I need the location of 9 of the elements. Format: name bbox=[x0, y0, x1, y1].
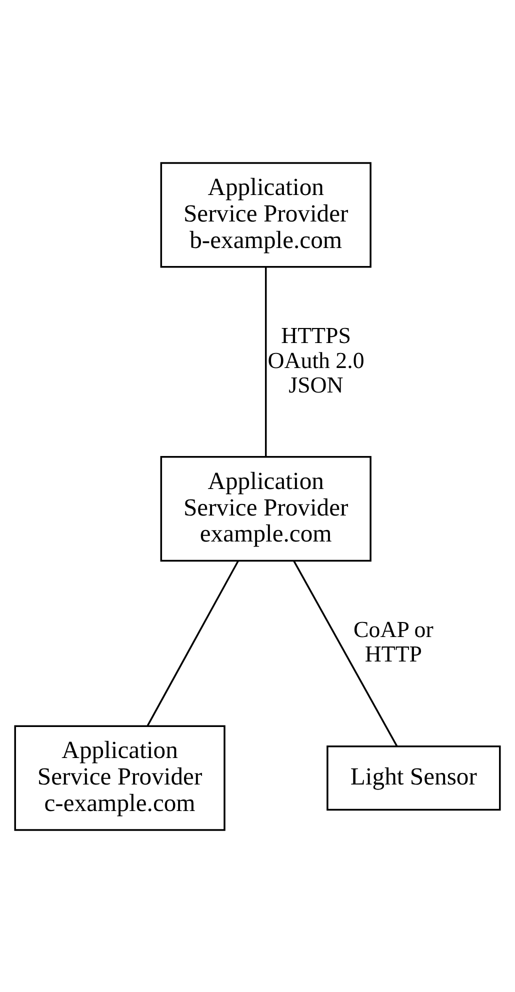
edge-label: CoAP or HTTP bbox=[354, 616, 434, 666]
connector bbox=[264, 266, 267, 456]
node-box: Application Service Provider b-example.com bbox=[160, 162, 372, 268]
node-box: Light Sensor bbox=[326, 745, 501, 810]
connector bbox=[293, 560, 398, 746]
node-box: Application Service Provider c-example.com bbox=[14, 724, 226, 830]
node-box: Application Service Provider example.com bbox=[160, 456, 372, 562]
edge-label: HTTPS OAuth 2.0 JSON bbox=[268, 322, 364, 397]
connector bbox=[146, 560, 239, 726]
